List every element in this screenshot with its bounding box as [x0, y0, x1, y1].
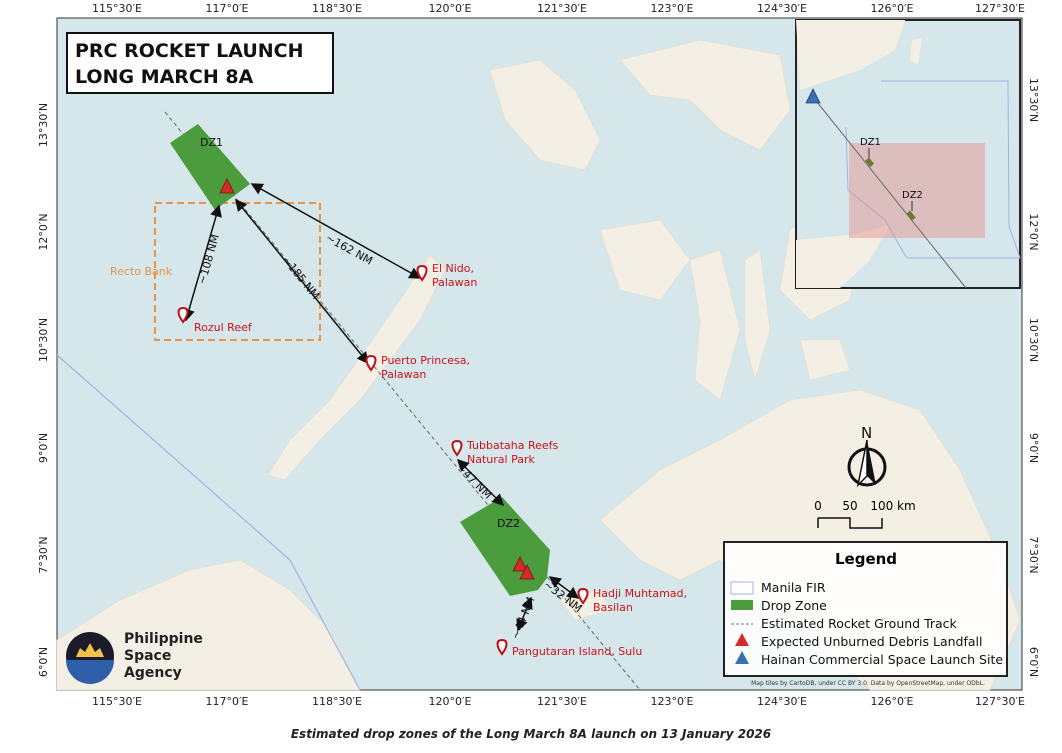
- place-label: Hadji Muhtamad,: [593, 587, 687, 600]
- manila-fir-boundary: [56, 354, 361, 691]
- pin-icon: [365, 354, 377, 372]
- legend-item: Expected Unburned Debris Landfall: [761, 634, 983, 649]
- debris-landfall-markers: [219, 178, 535, 580]
- svg-text:7°30′N: 7°30′N: [37, 536, 50, 573]
- legend-item: Estimated Rocket Ground Track: [761, 616, 958, 631]
- svg-text:120°0′E: 120°0′E: [429, 2, 472, 15]
- svg-text:10°30′N: 10°30′N: [1027, 318, 1040, 362]
- svg-text:127°30′E: 127°30′E: [975, 695, 1025, 708]
- place-label: Tubbataha Reefs: [466, 439, 559, 452]
- svg-text:9°0′N: 9°0′N: [1027, 433, 1040, 463]
- svg-text:13°30′N: 13°30′N: [37, 103, 50, 147]
- debris-triangle: [219, 178, 235, 194]
- svg-text:6°0′N: 6°0′N: [1027, 647, 1040, 677]
- svg-text:12°0′N: 12°0′N: [37, 213, 50, 250]
- svg-text:7°30′N: 7°30′N: [1027, 536, 1040, 573]
- svg-text:121°30′E: 121°30′E: [537, 2, 587, 15]
- place-label: Palawan: [381, 368, 426, 381]
- svg-text:Space: Space: [124, 648, 171, 664]
- svg-text:127°30′E: 127°30′E: [975, 2, 1025, 15]
- inset-dz2-label: DZ2: [902, 190, 923, 201]
- svg-text:10°30′N: 10°30′N: [37, 318, 50, 362]
- svg-text:Agency: Agency: [124, 665, 182, 681]
- left-axis: 13°30′N 12°0′N 10°30′N 9°0′N 7°30′N 6°0′…: [37, 103, 50, 677]
- svg-text:124°30′E: 124°30′E: [757, 2, 807, 15]
- legend-item: Manila FIR: [761, 580, 826, 595]
- attribution: Map tiles by CartoDB, under CC BY 3.0. D…: [751, 680, 985, 687]
- title-line1: PRC ROCKET LAUNCH: [75, 40, 304, 62]
- place-label: Natural Park: [467, 453, 535, 466]
- svg-text:120°0′E: 120°0′E: [429, 695, 472, 708]
- legend-item: Hainan Commercial Space Launch Site: [761, 652, 1003, 667]
- svg-text:Philippine: Philippine: [124, 631, 203, 647]
- north-arrow-icon: N: [847, 424, 887, 488]
- svg-text:126°0′E: 126°0′E: [871, 695, 914, 708]
- scale-bar: 0 50 100 km: [814, 499, 916, 529]
- pin-icon: [416, 264, 428, 282]
- svg-text:50: 50: [842, 499, 857, 513]
- caption: Estimated drop zones of the Long March 8…: [290, 727, 772, 741]
- svg-text:117°0′E: 117°0′E: [206, 695, 249, 708]
- psa-logo: Philippine Space Agency: [66, 631, 203, 684]
- top-axis: 115°30′E 117°0′E 118°30′E 120°0′E 121°30′E…: [92, 2, 1025, 15]
- svg-text:126°0′E: 126°0′E: [871, 2, 914, 15]
- dz2-label: DZ2: [497, 517, 520, 530]
- place-pins: [177, 264, 589, 656]
- title-line2: LONG MARCH 8A: [75, 66, 254, 88]
- pin-icon: [577, 587, 589, 605]
- svg-text:124°30′E: 124°30′E: [757, 695, 807, 708]
- pin-icon: [451, 439, 463, 457]
- svg-text:118°30′E: 118°30′E: [312, 2, 362, 15]
- svg-text:9°0′N: 9°0′N: [37, 433, 50, 463]
- svg-text:0: 0: [814, 499, 822, 513]
- svg-text:13°30′N: 13°30′N: [1027, 78, 1040, 122]
- svg-text:118°30′E: 118°30′E: [312, 695, 362, 708]
- distance-arrows: [183, 183, 580, 632]
- pin-icon: [496, 638, 508, 656]
- launch-site-triangle: [805, 88, 821, 104]
- legend-item: Drop Zone: [761, 598, 827, 613]
- place-label: Palawan: [432, 276, 477, 289]
- svg-text:123°0′E: 123°0′E: [651, 2, 694, 15]
- debris-triangle: [512, 556, 528, 572]
- inset-dz1-label: DZ1: [860, 137, 881, 148]
- place-label: Pangutaran Island, Sulu: [512, 645, 642, 658]
- svg-text:115°30′E: 115°30′E: [92, 2, 142, 15]
- svg-text:123°0′E: 123°0′E: [651, 695, 694, 708]
- debris-triangle: [519, 564, 535, 580]
- svg-text:121°30′E: 121°30′E: [537, 695, 587, 708]
- svg-text:117°0′E: 117°0′E: [206, 2, 249, 15]
- svg-text:100 km: 100 km: [870, 499, 915, 513]
- recto-bank-label: Recto Bank: [110, 265, 173, 278]
- place-label: Puerto Princesa,: [381, 354, 470, 367]
- right-axis: 13°30′N 12°0′N 10°30′N 9°0′N 7°30′N 6°0′…: [1027, 78, 1040, 677]
- pin-icon: [177, 306, 189, 324]
- svg-text:115°30′E: 115°30′E: [92, 695, 142, 708]
- legend: Legend Manila FIR Drop Zone Estimated Ro…: [723, 541, 1008, 677]
- svg-text:Legend: Legend: [835, 550, 897, 568]
- place-label: Basilan: [593, 601, 633, 614]
- svg-text:12°0′N: 12°0′N: [1027, 213, 1040, 250]
- place-label: El Nido,: [432, 262, 474, 275]
- place-label: Rozul Reef: [194, 321, 253, 334]
- dz1-label: DZ1: [200, 136, 223, 149]
- bottom-axis: 115°30′E 117°0′E 118°30′E 120°0′E 121°30′E…: [92, 695, 1025, 708]
- svg-text:N: N: [861, 424, 872, 442]
- svg-text:6°0′N: 6°0′N: [37, 647, 50, 677]
- title-box: [66, 32, 334, 94]
- inset-map: DZ1 DZ2: [795, 19, 1021, 289]
